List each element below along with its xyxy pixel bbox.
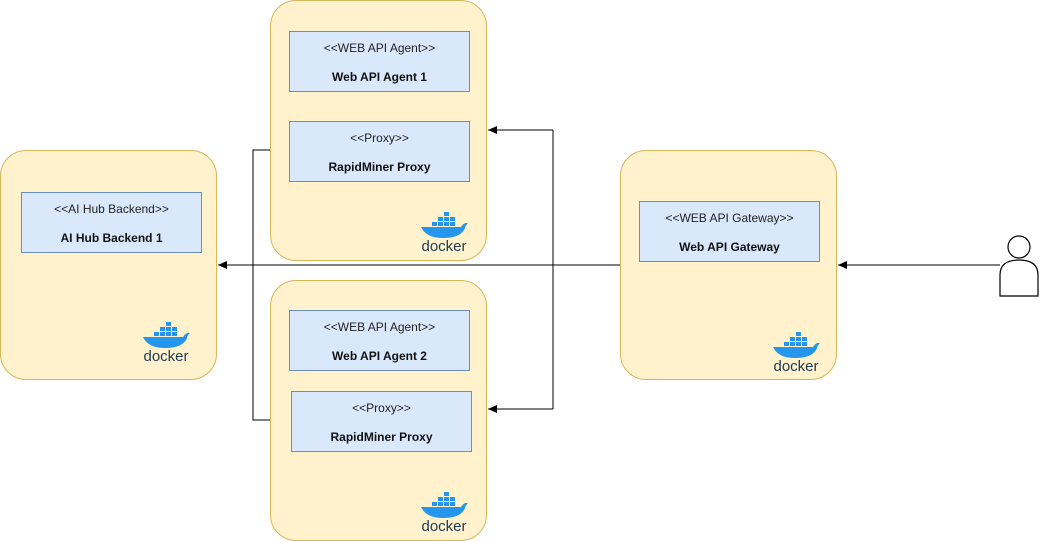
agent-1-name: Web API Agent 1 — [332, 70, 427, 84]
docker-label: docker — [421, 238, 467, 255]
ai-hub-backend-component[interactable]: <<AI Hub Backend>> AI Hub Backend 1 — [21, 192, 202, 253]
proxy-1-component[interactable]: <<Proxy>> RapidMiner Proxy — [289, 121, 470, 182]
docker-whale-icon — [773, 332, 820, 358]
proxy-2-stereotype: <<Proxy>> — [352, 401, 411, 415]
web-api-gateway-component[interactable]: <<WEB API Gateway>> Web API Gateway — [639, 201, 820, 262]
gateway-stereotype: <<WEB API Gateway>> — [665, 211, 794, 225]
docker-label: docker — [143, 348, 189, 365]
agent-2-docker-host: <<WEB API Agent>> Web API Agent 2 <<Prox… — [270, 280, 487, 541]
agent-2-name: Web API Agent 2 — [332, 349, 427, 363]
proxy-2-name: RapidMiner Proxy — [330, 430, 433, 444]
agent-1-stereotype: <<WEB API Agent>> — [323, 41, 436, 55]
ai-hub-stereotype: <<AI Hub Backend>> — [54, 202, 169, 216]
docker-icon: docker — [139, 319, 193, 365]
docker-whale-icon — [143, 322, 190, 348]
user-actor-icon[interactable] — [997, 233, 1041, 299]
docker-icon: docker — [417, 209, 471, 255]
docker-label: docker — [773, 358, 819, 375]
ai-hub-name: AI Hub Backend 1 — [60, 231, 163, 245]
web-api-agent-2-component[interactable]: <<WEB API Agent>> Web API Agent 2 — [289, 310, 470, 371]
proxy-1-name: RapidMiner Proxy — [328, 160, 431, 174]
agent-2-stereotype: <<WEB API Agent>> — [323, 320, 436, 334]
docker-icon: docker — [417, 489, 471, 535]
docker-whale-icon — [421, 212, 468, 238]
proxy-2-component[interactable]: <<Proxy>> RapidMiner Proxy — [291, 391, 472, 452]
proxy-1-stereotype: <<Proxy>> — [350, 131, 409, 145]
docker-icon: docker — [769, 329, 823, 375]
agent-1-docker-host: <<WEB API Agent>> Web API Agent 1 <<Prox… — [270, 0, 487, 261]
gateway-name: Web API Gateway — [679, 240, 780, 254]
ai-hub-docker-host: <<AI Hub Backend>> AI Hub Backend 1 dock… — [0, 150, 217, 380]
gateway-docker-host: <<WEB API Gateway>> Web API Gateway dock… — [620, 150, 837, 380]
docker-label: docker — [421, 518, 467, 535]
docker-whale-icon — [421, 492, 468, 518]
web-api-agent-1-component[interactable]: <<WEB API Agent>> Web API Agent 1 — [289, 31, 470, 92]
